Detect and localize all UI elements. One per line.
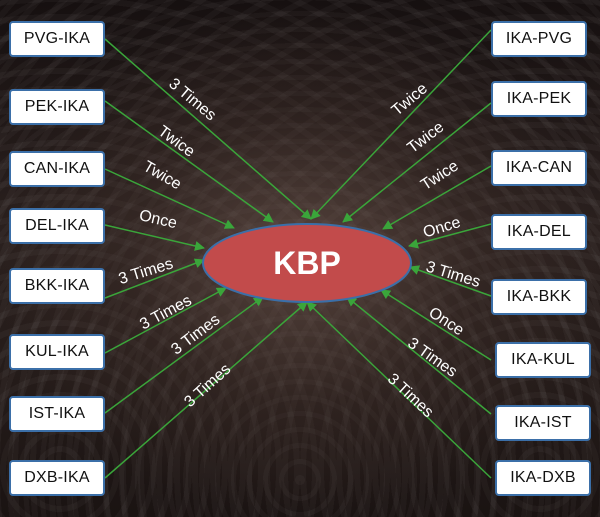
- left-connector-1: [104, 100, 274, 223]
- route-box-dxb-ika: DXB-IKA: [9, 460, 105, 496]
- route-box-pvg-ika: PVG-IKA: [9, 21, 105, 57]
- right-frequency-label-7: 3 Times: [384, 370, 437, 421]
- route-label: IKA-PEK: [506, 90, 572, 107]
- route-box-del-ika: DEL-IKA: [9, 208, 105, 244]
- route-label: KUL-IKA: [25, 343, 89, 360]
- hub-node: [202, 223, 412, 303]
- right-connector-4: [409, 265, 492, 297]
- route-label: IKA-DEL: [507, 223, 571, 240]
- right-connector-2: [382, 165, 492, 230]
- route-label: PEK-IKA: [24, 98, 90, 115]
- left-frequency-label-0: 3 Times: [165, 75, 219, 124]
- route-box-kul-ika: KUL-IKA: [9, 334, 105, 370]
- route-label: PVG-IKA: [23, 30, 91, 47]
- route-label: IST-IKA: [28, 405, 86, 422]
- right-frequency-label-5: Once: [425, 304, 466, 339]
- left-frequency-label-7: 3 Times: [181, 361, 234, 411]
- route-label: DXB-IKA: [24, 469, 90, 486]
- right-connector-6: [346, 296, 492, 415]
- route-label: IKA-CAN: [505, 159, 573, 176]
- right-connector-5: [380, 289, 492, 361]
- route-label: BKK-IKA: [24, 277, 90, 294]
- route-box-bkk-ika: BKK-IKA: [9, 268, 105, 304]
- left-frequency-label-6: 3 Times: [168, 311, 223, 358]
- right-connector-0: [310, 29, 492, 220]
- left-connector-5: [104, 287, 227, 354]
- left-connector-2: [104, 168, 235, 229]
- route-box-can-ika: CAN-IKA: [9, 151, 105, 187]
- route-label: IKA-KUL: [511, 351, 575, 368]
- left-connector-7: [104, 301, 308, 479]
- left-connector-0: [104, 38, 312, 220]
- route-box-ika-pvg: IKA-PVG: [491, 21, 587, 57]
- right-connector-3: [408, 223, 492, 249]
- route-box-ika-can: IKA-CAN: [491, 150, 587, 186]
- route-box-ika-pek: IKA-PEK: [491, 81, 587, 117]
- left-frequency-label-3: Once: [138, 207, 179, 232]
- route-label: IKA-BKK: [506, 288, 572, 305]
- right-frequency-label-1: Twice: [404, 119, 447, 157]
- route-box-ist-ika: IST-IKA: [9, 396, 105, 432]
- route-box-ika-kul: IKA-KUL: [495, 342, 591, 378]
- route-label: CAN-IKA: [23, 160, 91, 177]
- right-connector-1: [342, 102, 492, 223]
- right-connector-7: [306, 301, 492, 479]
- route-box-ika-dxb: IKA-DXB: [495, 460, 591, 496]
- right-frequency-label-4: 3 Times: [424, 258, 483, 291]
- route-box-ika-ist: IKA-IST: [495, 405, 591, 441]
- route-label: IKA-DXB: [510, 469, 576, 486]
- route-label: IKA-IST: [514, 414, 572, 431]
- route-box-ika-bkk: IKA-BKK: [491, 279, 587, 315]
- left-connector-4: [104, 258, 205, 299]
- left-connector-3: [104, 224, 205, 251]
- left-connector-6: [104, 296, 264, 414]
- right-frequency-label-6: 3 Times: [404, 335, 460, 381]
- route-label: DEL-IKA: [25, 217, 89, 234]
- left-frequency-label-5: 3 Times: [137, 292, 194, 333]
- left-frequency-label-4: 3 Times: [117, 255, 176, 288]
- right-frequency-label-2: Twice: [418, 157, 462, 194]
- route-box-pek-ika: PEK-IKA: [9, 89, 105, 125]
- route-box-ika-del: IKA-DEL: [491, 214, 587, 250]
- route-label: IKA-PVG: [505, 30, 573, 47]
- hub-label: KBP: [273, 244, 341, 281]
